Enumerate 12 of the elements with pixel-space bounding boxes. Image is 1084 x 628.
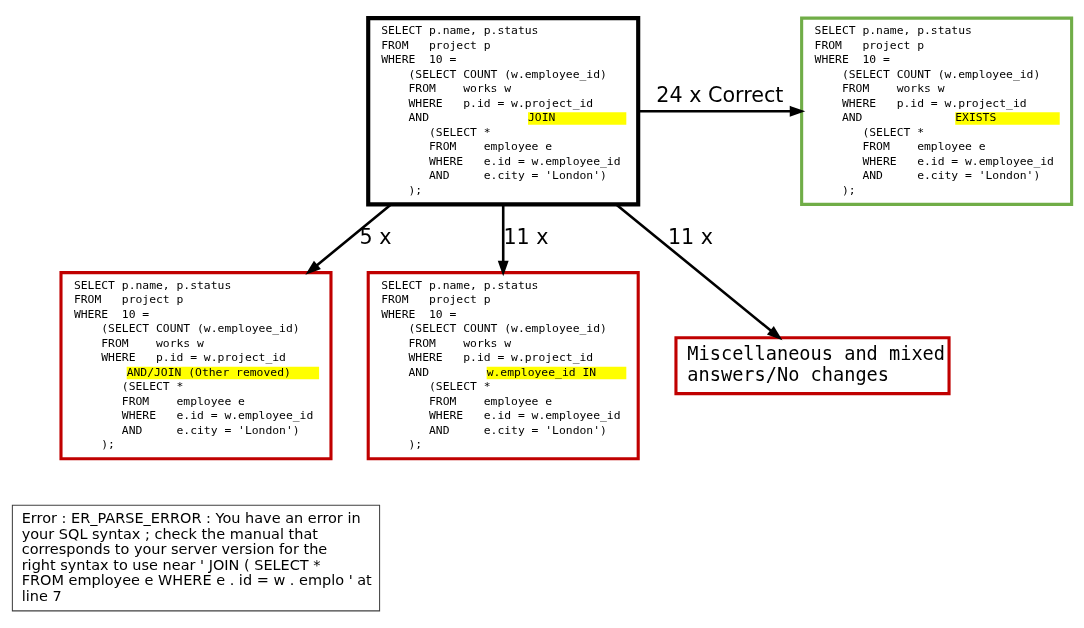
node-box: SELECT p.name, p.status FROM project p WHERE 10 = (SELECT COUNT (w.employee_id) FROM works w WHERE p.id = w.project_id AND JOIN (SELECT * FROM employee e WHERE e.id = w.employee_id AND e.city = 'London') ); [366, 15, 641, 206]
node-box: SELECT p.name, p.status FROM project p WHERE 10 = (SELECT COUNT (w.employee_id) FROM works w WHERE p.id = w.project_id AND w.employee_id IN (SELECT * FROM employee e WHERE e.id = w.employee_id AND e.city = 'London') ); [366, 270, 640, 460]
node-box: SELECT p.name, p.status FROM project p WHERE 10 = (SELECT COUNT (w.employee_id) FROM works w WHERE p.id = w.project_id AND/JOIN (Other removed) (SELECT * FROM employee e WHERE e.id = w.employee_id AND e.city = 'London') ); [59, 270, 333, 460]
node-box: Miscellaneous and mixed answers/No changes [674, 335, 951, 395]
arrow [497, 203, 509, 276]
edge-label: 11 x [503, 224, 549, 249]
edge-label: 24 x Correct [656, 82, 784, 107]
edge-label: 5 x [359, 224, 392, 249]
node-box: Error : ER_PARSE_ERROR : You have an error in your SQL syntax ; check the manual that corresponds to your server version for the right syntax to use near ' JOIN ( SELECT * FROM employee e WHERE e . id = w . emplo ' at line 7 [11, 504, 381, 611]
edge-label: 11 x [667, 224, 713, 249]
arrow [638, 105, 806, 117]
node-box: SELECT p.name, p.status FROM project p WHERE 10 = (SELECT COUNT (w.employee_id) FROM works w WHERE p.id = w.project_id AND EXISTS (SELECT * FROM employee e WHERE e.id = w.employee_id AND e.city = 'London') ); [800, 16, 1074, 206]
